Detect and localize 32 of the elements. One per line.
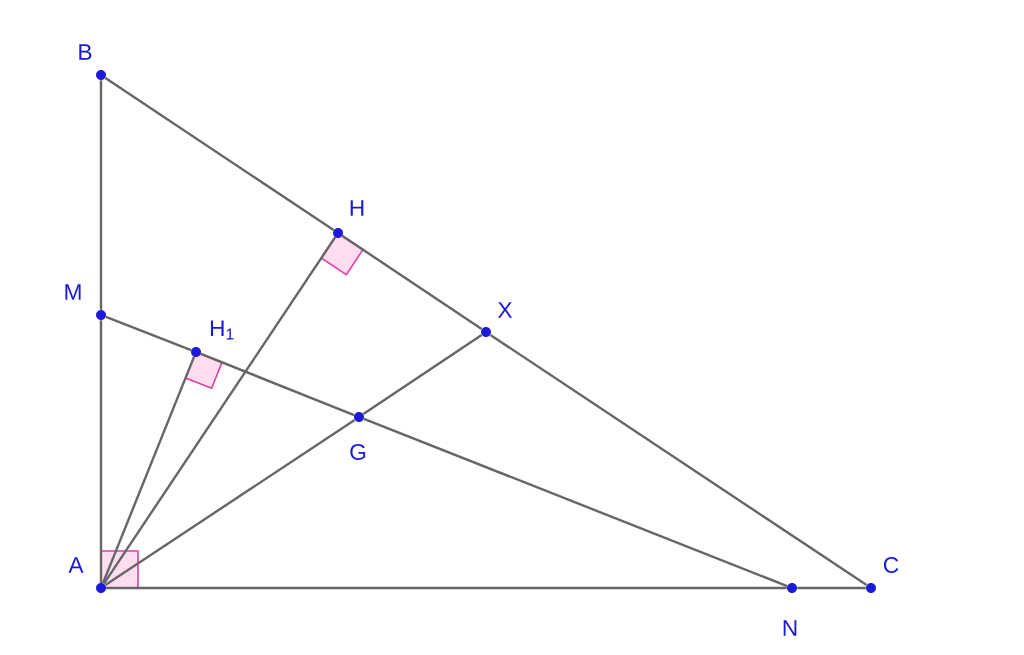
- line-segment: [99, 320, 103, 583]
- line-segment: [99, 80, 103, 310]
- point: G: [350, 412, 366, 461]
- point: M: [65, 284, 106, 320]
- line-segment: [797, 586, 866, 590]
- line-segment: [106, 586, 787, 590]
- line-segment: [489, 333, 868, 587]
- point: H: [333, 200, 364, 238]
- line-segment: [104, 76, 335, 232]
- point: C: [866, 556, 899, 593]
- node-label: N: [783, 620, 797, 636]
- point: B: [79, 44, 106, 80]
- point: A: [68, 557, 106, 593]
- line-segment: [102, 236, 337, 585]
- node-label: C: [883, 556, 899, 574]
- line-segment: [105, 315, 192, 352]
- line-segment: [363, 417, 788, 588]
- line-segment: [104, 418, 356, 587]
- line-segment: [200, 352, 355, 417]
- node-label: H: [350, 200, 364, 216]
- node-label: X: [497, 302, 513, 318]
- node-label: B: [79, 44, 92, 60]
- line-segment: [101, 356, 196, 584]
- node-label: A: [68, 557, 84, 573]
- point: X: [481, 302, 513, 337]
- node-label: H$_{1}$: [210, 320, 234, 340]
- line-segment: [362, 333, 483, 416]
- node-label: G: [350, 443, 366, 461]
- point: H$_{1}$: [191, 320, 234, 357]
- node-label: M: [65, 284, 81, 300]
- line-segment: [341, 234, 483, 331]
- point: N: [783, 583, 797, 636]
